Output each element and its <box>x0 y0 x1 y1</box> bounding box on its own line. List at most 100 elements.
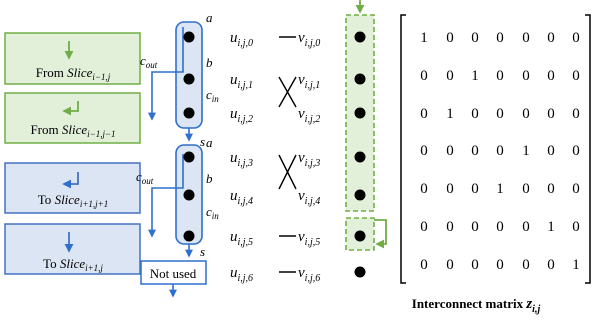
matrix-cell: 0 <box>496 257 504 273</box>
matrix-cell: 0 <box>522 181 530 197</box>
output-port-dot <box>354 73 366 85</box>
to-slice-next-box: To Slicei+1,j <box>4 223 141 275</box>
output-port-dot <box>354 151 366 163</box>
slice-block-1: cout a b cin s <box>140 10 219 149</box>
c-out-arrow-1 <box>148 27 184 121</box>
a-label-1: a <box>206 10 213 25</box>
matrix-cell: 0 <box>496 143 504 159</box>
matrix-cell: 0 <box>446 181 454 197</box>
u-label: ui,j,5 <box>230 229 253 248</box>
matrix-cell: 0 <box>547 68 555 84</box>
output-port-dot <box>354 266 366 278</box>
v-label: vi,j,5 <box>298 229 320 248</box>
to-slice-diag-label: To Slicei+1,j+1 <box>38 192 108 209</box>
matrix-cell: 0 <box>496 219 504 235</box>
matrix-cell: 0 <box>496 68 504 84</box>
cross-connection <box>278 154 297 190</box>
v-label: vi,j,3 <box>298 150 320 169</box>
matrix-cell: 0 <box>572 68 580 84</box>
down-left-arrow-icon <box>62 101 79 116</box>
slice-port-dot <box>183 73 195 85</box>
matrix-caption: Interconnect matrix zi,j <box>412 296 541 315</box>
matrix-cell: 0 <box>547 30 555 46</box>
v-label: vi,j,6 <box>298 265 320 284</box>
output-port-dot <box>354 107 366 119</box>
matrix-cell: 0 <box>446 143 454 159</box>
matrix-cell: 0 <box>547 257 555 273</box>
c-out-label-1: cout <box>140 53 158 70</box>
from-slice-diag-rect <box>4 92 141 144</box>
v-label: vi,j,0 <box>298 30 320 49</box>
interconnect-matrix: 1 0 0 0 0 0 0 0 0 1 0 0 0 0 0 1 0 0 0 0 0 0 0 0 0 1 0 0 0 0 0 1 0 0 0 0 0 0 0 0… <box>400 14 591 284</box>
output-port-dot <box>354 189 366 201</box>
from-slice-diag-label: From Slicei−1,j−1 <box>30 122 115 139</box>
matrix-cell: 0 <box>420 181 428 197</box>
matrix-cell: 0 <box>420 219 428 235</box>
matrix-cell: 0 <box>522 68 530 84</box>
matrix-cell: 0 <box>446 68 454 84</box>
slice-port-dot <box>183 151 195 163</box>
c-out-arrow-2 <box>148 154 184 238</box>
output-port-dot <box>354 230 366 242</box>
matrix-cell: 0 <box>572 181 580 197</box>
slice-port-dot <box>183 230 195 242</box>
down-left-arrow-icon <box>62 172 79 189</box>
matrix-cell: 0 <box>471 257 479 273</box>
dashed-group-bottom <box>345 217 387 251</box>
matrix-cell: 0 <box>496 106 504 122</box>
matrix-cell: 0 <box>522 219 530 235</box>
right-dots <box>354 31 366 278</box>
output-port-dot <box>354 31 366 43</box>
a-label-2: a <box>206 135 213 150</box>
slice-port-dot <box>183 189 195 201</box>
u-label: ui,j,6 <box>230 265 253 284</box>
matrix-cell: 0 <box>572 143 580 159</box>
matrix-cell: 0 <box>522 257 530 273</box>
matrix-cell: 0 <box>471 106 479 122</box>
matrix-cell: 0 <box>420 143 428 159</box>
u-label: ui,j,3 <box>230 150 253 169</box>
matrix-cell: 0 <box>496 30 504 46</box>
v-label: vi,j,2 <box>298 106 320 125</box>
to-slice-diag-rect <box>4 162 141 214</box>
matrix-cell: 0 <box>471 181 479 197</box>
from-slice-diag-box: From Slicei−1,j−1 <box>4 92 141 144</box>
b-label-2: b <box>206 171 213 186</box>
from-slice-prev-box: From Slicei−1,j <box>4 32 141 85</box>
u-label: ui,j,2 <box>230 106 253 125</box>
u-label: ui,j,4 <box>230 188 253 207</box>
matrix-cell: 0 <box>420 68 428 84</box>
matrix-left-bracket <box>400 14 406 284</box>
matrix-cell: 0 <box>446 257 454 273</box>
matrix-cell: 0 <box>522 30 530 46</box>
s-label-1: s <box>200 134 205 149</box>
matrix-cell: 0 <box>572 219 580 235</box>
u-label: ui,j,0 <box>230 30 253 49</box>
matrix-cell: 0 <box>547 106 555 122</box>
matrix-right-bracket <box>585 14 591 284</box>
matrix-cell: 0 <box>420 106 428 122</box>
matrix-cell: 0 <box>547 143 555 159</box>
slice-port-dot <box>183 31 195 43</box>
b-label-1: b <box>206 55 213 70</box>
not-used-label: Not used <box>150 266 197 281</box>
matrix-cell: 1 <box>446 106 454 122</box>
matrix-cell: 1 <box>522 143 530 159</box>
matrix-cell: 0 <box>471 219 479 235</box>
matrix-cell: 0 <box>471 143 479 159</box>
matrix-cell: 0 <box>446 30 454 46</box>
matrix-cell: 0 <box>572 106 580 122</box>
slice-port-dot <box>183 107 195 119</box>
v-label: vi,j,1 <box>298 72 320 91</box>
c-out-label-2: cout <box>136 169 154 186</box>
matrix-cell: 1 <box>572 257 580 273</box>
matrix-cell: 0 <box>522 106 530 122</box>
matrix-cell: 0 <box>547 181 555 197</box>
matrix-cell: 1 <box>420 30 428 46</box>
matrix-cell: 1 <box>471 68 479 84</box>
matrix-cell: 1 <box>547 219 555 235</box>
matrix-cell: 1 <box>496 181 504 197</box>
to-slice-diag-box: To Slicei+1,j+1 <box>4 162 141 214</box>
